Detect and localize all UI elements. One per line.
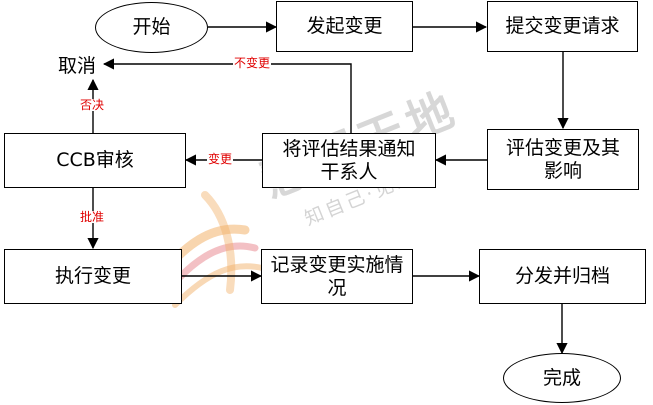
- edge-label-approve: 批准: [79, 210, 106, 224]
- node-execute-change: 执行变更: [4, 249, 182, 304]
- node-evaluate-impact: 评估变更及其影响: [487, 129, 639, 190]
- node-notify-stakeholders: 将评估结果通知干系人: [262, 133, 436, 188]
- node-record-implementation: 记录变更实施情况: [261, 249, 413, 304]
- node-done: 完成: [503, 353, 621, 403]
- node-ccb-review: CCB审核: [4, 133, 186, 188]
- edge-label-no-change: 不变更: [233, 56, 272, 70]
- edge-label-change: 变更: [207, 152, 234, 166]
- edge-notify-cancel: [102, 58, 352, 133]
- node-submit-request: 提交变更请求: [487, 1, 638, 52]
- node-distribute-archive: 分发并归档: [479, 249, 646, 304]
- edge-label-reject: 否决: [79, 98, 106, 112]
- node-cancel: 取消: [58, 55, 97, 77]
- node-initiate-change: 发起变更: [276, 1, 413, 52]
- node-start: 开始: [95, 2, 208, 53]
